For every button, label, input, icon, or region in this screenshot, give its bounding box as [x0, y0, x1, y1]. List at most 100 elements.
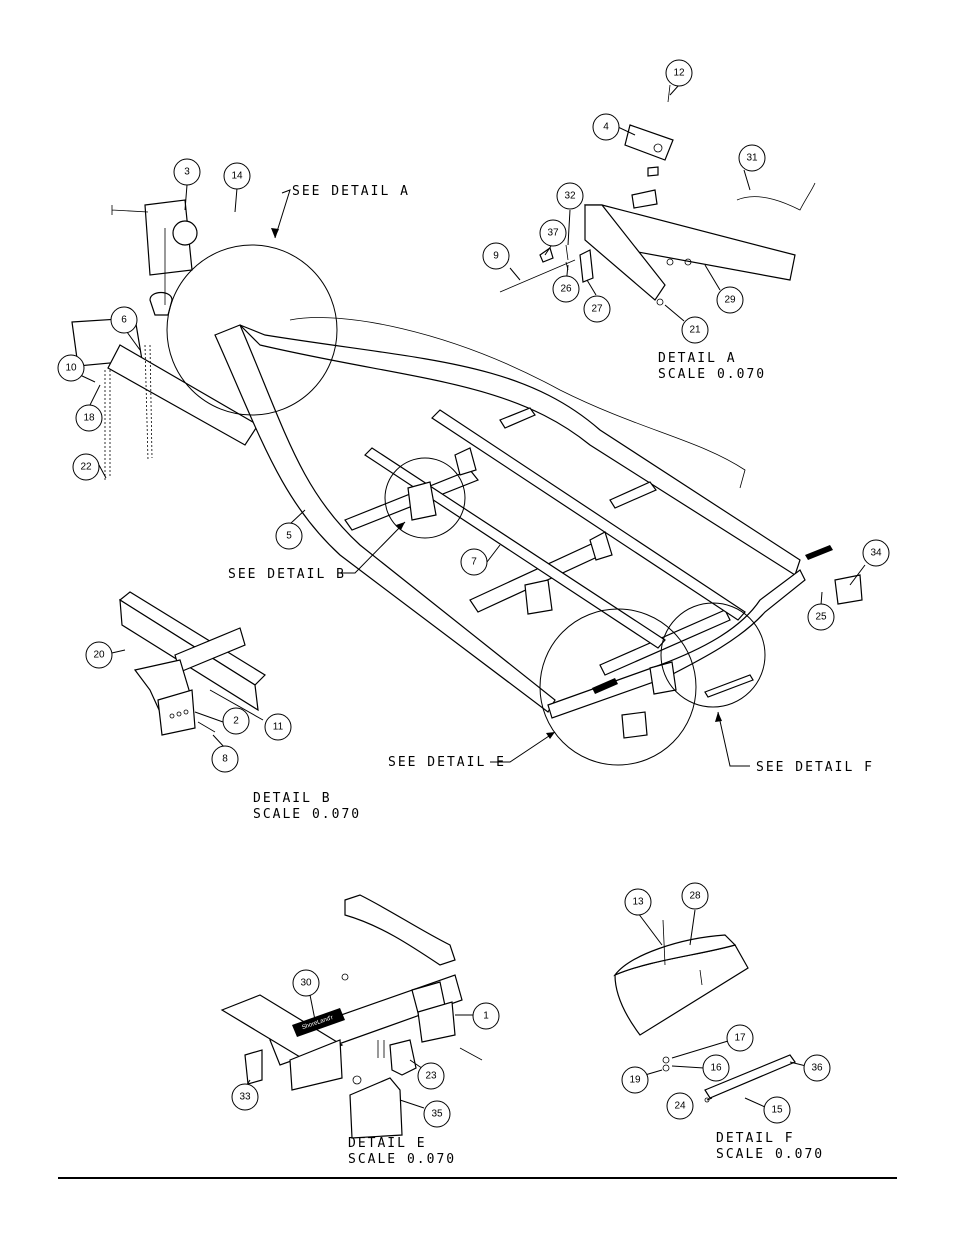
see-detail-e-leader — [490, 731, 556, 763]
svg-text:12: 12 — [673, 68, 685, 79]
detail-e-studs — [377, 1040, 385, 1058]
svg-text:11: 11 — [273, 722, 284, 733]
right-reflector-strip — [805, 545, 833, 560]
svg-text:4: 4 — [603, 122, 609, 133]
balloon-leaders — [79, 84, 866, 1109]
balloon-23: 23 — [417, 1062, 445, 1090]
balloon-8: 8 — [211, 745, 239, 773]
detail-b-plate — [157, 689, 196, 736]
balloon-5: 5 — [275, 522, 303, 550]
detail-e-scale: SCALE 0.070 — [348, 1152, 456, 1167]
see-detail-f-label: SEE DETAIL F — [756, 760, 874, 775]
detail-b-circle — [384, 457, 466, 539]
svg-text:22: 22 — [80, 462, 92, 473]
svg-text:6: 6 — [121, 315, 127, 326]
balloon-6: 6 — [110, 306, 138, 334]
balloon-35: 35 — [423, 1100, 451, 1128]
balloon-4: 4 — [592, 113, 620, 141]
svg-text:9: 9 — [493, 251, 499, 262]
svg-text:27: 27 — [591, 304, 603, 315]
see-detail-a-leader — [274, 189, 291, 239]
rear-frame-rail — [547, 569, 806, 719]
svg-text:21: 21 — [689, 325, 701, 336]
balloon-16: 16 — [702, 1054, 730, 1082]
balloon-32: 32 — [556, 182, 584, 210]
detail-e-tail-light-35 — [349, 1077, 403, 1139]
safety-chain-left — [104, 370, 111, 480]
balloon-37: 37 — [539, 219, 567, 247]
svg-text:10: 10 — [65, 363, 77, 374]
main-trailer-frame — [71, 199, 863, 739]
detail-a-bracket-plate — [624, 124, 674, 161]
detail-e-bolt — [459, 1047, 483, 1061]
left-frame-rail — [214, 324, 556, 713]
detail-f-circle — [660, 602, 766, 708]
svg-text:18: 18 — [83, 413, 95, 424]
balloons: 1 2 3 4 5 6 7 8 9 10 11 12 13 14 15 16 1… — [57, 59, 890, 1128]
balloon-17: 17 — [726, 1024, 754, 1052]
detail-a-part-27 — [579, 249, 594, 283]
svg-text:31: 31 — [746, 153, 758, 164]
bunk-bracket-front — [407, 481, 437, 521]
detail-a-circle — [166, 244, 338, 416]
svg-text:23: 23 — [425, 1071, 437, 1082]
detail-e-cross-beam — [220, 994, 344, 1061]
svg-text:35: 35 — [431, 1109, 443, 1120]
balloon-3: 3 — [173, 158, 201, 186]
winch-drum — [172, 220, 198, 246]
balloon-29: 29 — [716, 286, 744, 314]
balloon-15: 15 — [763, 1096, 791, 1124]
cross-member-rear — [599, 609, 731, 676]
svg-text:2: 2 — [233, 716, 239, 727]
svg-text:37: 37 — [547, 228, 559, 239]
detail-e-drawing — [220, 894, 483, 1139]
detail-e-title: DETAIL E — [348, 1136, 427, 1151]
detail-f-title: DETAIL F — [716, 1131, 795, 1146]
see-detail-e-label: SEE DETAIL E — [388, 755, 506, 770]
balloon-31: 31 — [738, 144, 766, 172]
detail-a-drawing — [499, 84, 816, 306]
detail-f-bolt-13 — [662, 919, 666, 966]
balloon-7: 7 — [460, 548, 488, 576]
balloon-27: 27 — [583, 295, 611, 323]
balloon-2: 2 — [222, 707, 250, 735]
left-bunk-board — [364, 447, 666, 649]
detail-e-part-23 — [389, 1039, 417, 1076]
svg-text:17: 17 — [734, 1033, 746, 1044]
svg-text:3: 3 — [184, 167, 190, 178]
balloon-12: 12 — [665, 59, 693, 87]
svg-text:25: 25 — [815, 612, 827, 623]
bunk-bracket-rear — [649, 661, 677, 695]
detail-b-title: DETAIL B — [253, 791, 332, 806]
balloon-11: 11 — [264, 713, 292, 741]
balloon-14: 14 — [223, 162, 251, 190]
bunk-bracket-right-mid — [589, 531, 613, 561]
detail-e-decal-30 — [292, 1008, 345, 1037]
bunk-bracket-right-front — [454, 447, 477, 476]
balloon-33: 33 — [231, 1083, 259, 1111]
svg-text:33: 33 — [239, 1092, 251, 1103]
bunk-bracket-middle — [524, 579, 553, 615]
detail-f-fender-top — [613, 934, 737, 977]
see-detail-f-leader — [717, 711, 750, 767]
svg-text:5: 5 — [286, 531, 292, 542]
svg-text:20: 20 — [93, 650, 105, 661]
see-detail-a-label: SEE DETAIL A — [292, 184, 410, 199]
svg-text:32: 32 — [564, 191, 576, 202]
balloon-19: 19 — [621, 1066, 649, 1094]
left-reflector-strip — [592, 678, 618, 694]
detail-e-circle — [539, 608, 697, 766]
svg-text:36: 36 — [811, 1063, 823, 1074]
svg-text:13: 13 — [632, 897, 644, 908]
balloon-28: 28 — [681, 882, 709, 910]
winch-handle — [111, 205, 149, 215]
svg-text:26: 26 — [560, 284, 572, 295]
balloon-1: 1 — [472, 1002, 500, 1030]
svg-text:16: 16 — [710, 1063, 722, 1074]
detail-a-rail-end — [584, 204, 666, 301]
callout-leaders — [271, 189, 750, 767]
balloon-18: 18 — [75, 404, 103, 432]
frame-spacer-1 — [499, 407, 536, 429]
balloon-10: 10 — [57, 354, 85, 382]
